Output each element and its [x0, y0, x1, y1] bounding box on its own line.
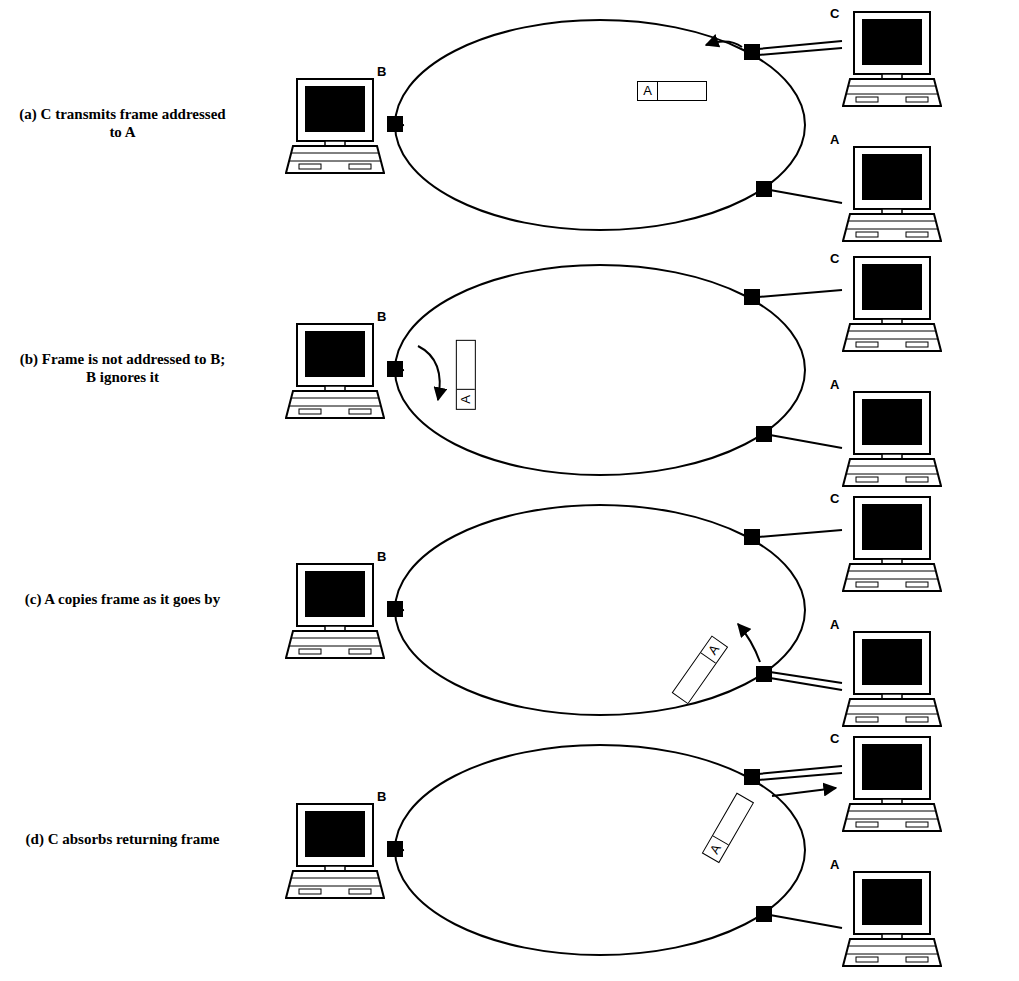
panel-c: [286, 497, 941, 726]
station-label: B: [377, 310, 386, 324]
frame-body: [713, 794, 753, 845]
panel-a: [286, 12, 941, 241]
frame-box: A: [637, 81, 707, 101]
panel-caption: (b) Frame is not addressed to B; B ignor…: [15, 350, 230, 386]
frame-box: A: [702, 793, 754, 863]
station-label: B: [377, 550, 386, 564]
flow-arrow: [772, 788, 836, 796]
station-label: C: [830, 7, 839, 21]
panel-caption: (a) C transmits frame addressed to A: [15, 105, 230, 141]
station-label: A: [830, 378, 839, 392]
ring: [395, 505, 805, 715]
frame-address: A: [703, 836, 728, 862]
station-label: B: [377, 65, 386, 79]
station-label: A: [830, 133, 839, 147]
ring: [395, 265, 805, 475]
flow-arrow: [418, 346, 440, 400]
panel-caption: (d) C absorbs returning frame: [15, 830, 230, 848]
station-label: A: [830, 618, 839, 632]
frame-body: [673, 653, 715, 703]
frame-address: A: [701, 637, 727, 663]
ring: [395, 745, 805, 955]
station-label: C: [830, 492, 839, 506]
frame-address: A: [638, 82, 658, 100]
station-label: B: [377, 790, 386, 804]
frame-address: A: [457, 389, 475, 409]
station-label: A: [830, 858, 839, 872]
flow-arrow: [706, 41, 742, 47]
ring: [395, 20, 805, 230]
panel-d: [286, 737, 941, 966]
frame-body: [457, 341, 475, 389]
station-label: C: [830, 732, 839, 746]
frame-box: A: [672, 636, 728, 705]
station-label: C: [830, 252, 839, 266]
frame-box: A: [456, 340, 476, 410]
panel-caption: (c) A copies frame as it goes by: [15, 590, 230, 608]
flow-arrow: [738, 624, 760, 662]
frame-body: [658, 82, 706, 100]
panel-b: [286, 257, 941, 486]
